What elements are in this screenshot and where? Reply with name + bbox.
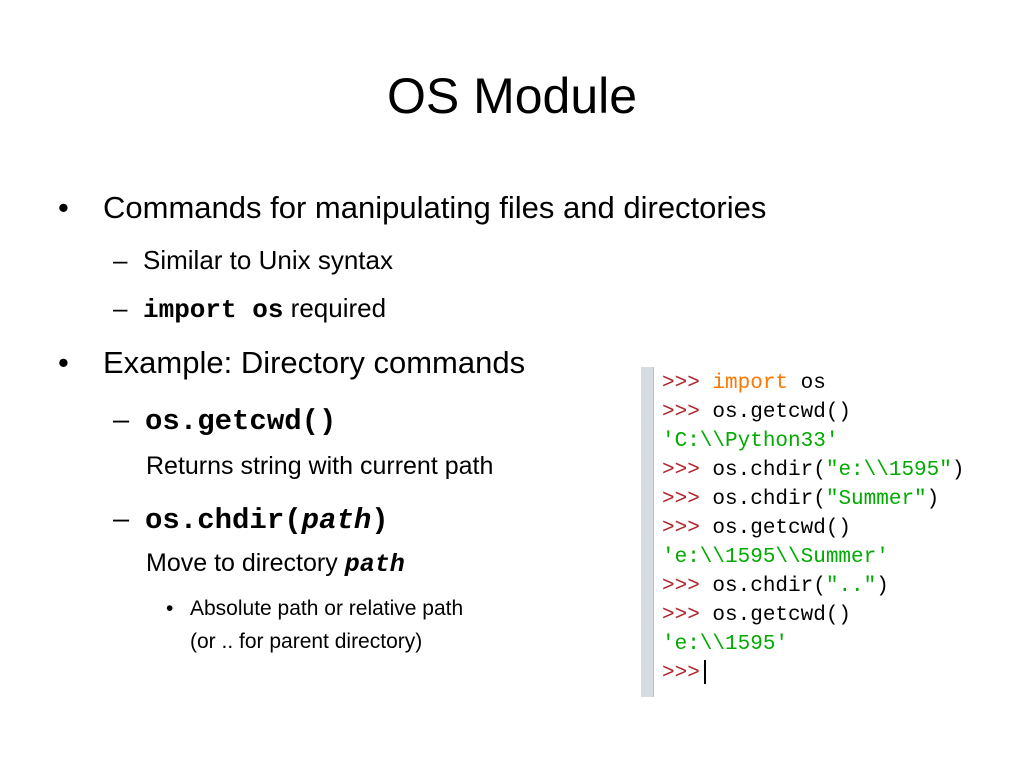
bullet-marker: • <box>58 345 69 380</box>
shell-output: 'C:\\Python33' <box>662 430 839 453</box>
shell-prompt: >>> <box>662 372 700 395</box>
shell-line-2: >>> os.getcwd() <box>662 401 852 424</box>
code-getcwd: os.getcwd() <box>145 405 337 438</box>
shell-line-10: 'e:\\1595' <box>662 630 788 659</box>
shell-prompt: >>> <box>662 575 700 598</box>
shell-prompt: >>> <box>662 401 700 424</box>
bullet-marker: • <box>166 597 174 620</box>
shell-line-7: 'e:\\1595\\Summer' <box>662 543 889 572</box>
sub-bullet-import: – import os required <box>113 293 386 325</box>
shell-prompt: >>> <box>662 488 700 511</box>
slide-title: OS Module <box>386 68 638 124</box>
bullet-text: Commands for manipulating files and dire… <box>103 190 767 225</box>
bullet-marker: • <box>58 190 69 225</box>
sub-bullet-text: Similar to Unix syntax <box>143 245 393 275</box>
shell-line-4: >>> os.chdir("e:\\1595") <box>662 459 965 482</box>
code-import-os: import os <box>143 295 284 325</box>
chdir-description-param: path <box>344 550 405 579</box>
dash-marker: – <box>113 293 128 323</box>
dash-marker: – <box>113 404 130 436</box>
third-level-text: Absolute path or relative path <box>190 597 464 620</box>
third-level-bullet: • Absolute path or relative path <box>166 597 463 621</box>
bullet-commands: • Commands for manipulating files and di… <box>58 190 766 226</box>
shell-prompt: >>> <box>662 604 700 627</box>
shell-line-5: >>> os.chdir("Summer") <box>662 488 940 511</box>
shell-prompt: >>> <box>662 459 700 482</box>
dash-marker: – <box>113 245 128 275</box>
sub-bullet-unix: – Similar to Unix syntax <box>113 245 393 276</box>
chdir-description: Move to directory path <box>146 549 405 579</box>
getcwd-description: Returns string with current path <box>146 452 494 480</box>
sub-bullet-text: required <box>283 293 387 323</box>
code-chdir-param: path <box>301 504 372 537</box>
shell-output: 'e:\\1595' <box>662 633 789 656</box>
shell-line-6: >>> os.getcwd() <box>662 517 852 540</box>
code-chdir-open: os.chdir( <box>145 504 302 537</box>
shell-keyword: import <box>712 372 789 395</box>
python-shell-screenshot: >>> import os >>> os.getcwd() 'C:\\Pytho… <box>641 367 1024 697</box>
bullet-text: Example: Directory commands <box>103 345 526 380</box>
shell-line-9: >>> os.getcwd() <box>662 604 852 627</box>
third-level-continuation: (or .. for parent directory) <box>190 630 423 653</box>
shell-line-1: >>> import os <box>662 372 826 395</box>
shell-prompt: >>> <box>662 662 700 685</box>
bullet-example: • Example: Directory commands <box>58 345 525 381</box>
shell-line-8: >>> os.chdir("..") <box>662 575 889 598</box>
sub-bullet-chdir: – os.chdir( path ) <box>113 503 389 537</box>
shell-line-11[interactable]: >>> <box>662 659 706 688</box>
code-chdir-close: ) <box>371 504 389 537</box>
chdir-description-text: Move to directory <box>146 549 345 577</box>
shell-line-3: 'C:\\Python33' <box>662 427 838 456</box>
sub-bullet-getcwd: – os.getcwd() <box>113 404 336 438</box>
shell-gutter <box>641 367 654 697</box>
dash-marker: – <box>113 503 130 535</box>
shell-output: 'e:\\1595\\Summer' <box>662 546 889 569</box>
text-cursor <box>703 660 706 685</box>
shell-prompt: >>> <box>662 517 700 540</box>
